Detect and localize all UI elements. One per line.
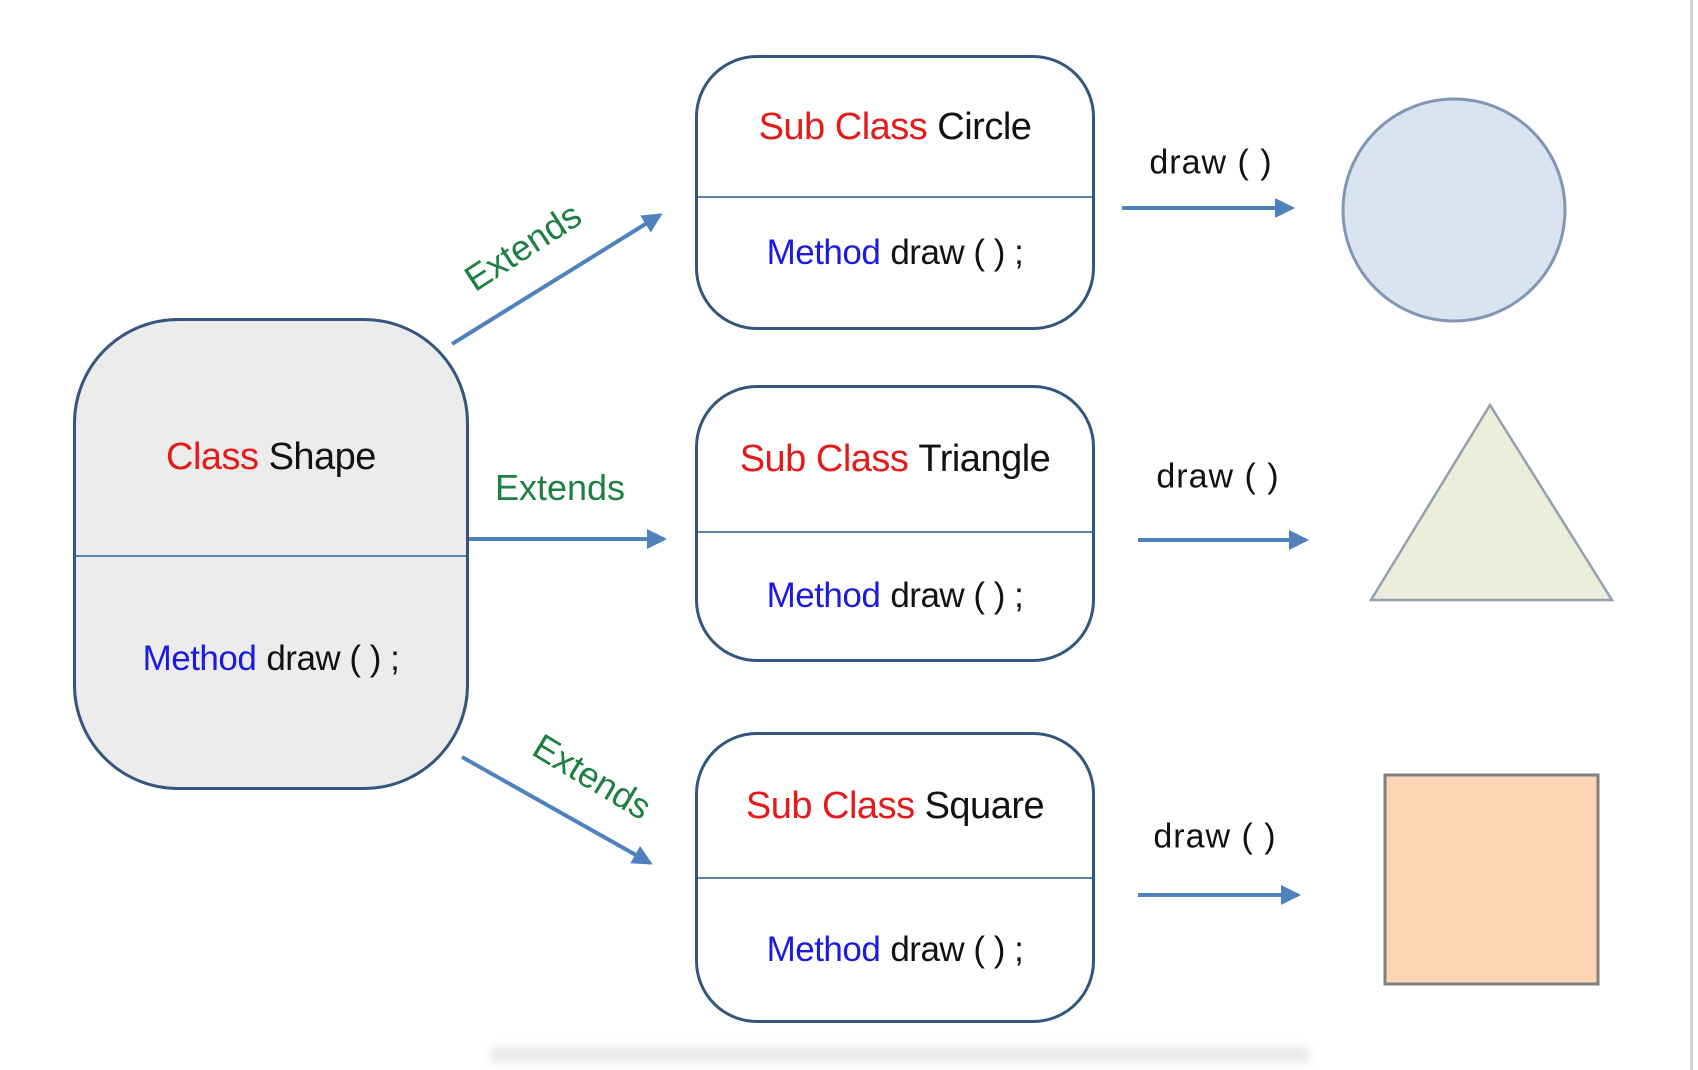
subclass-name: Circle bbox=[937, 105, 1032, 148]
subclass-name: Triangle bbox=[918, 438, 1051, 480]
subclass-keyword: Sub Class bbox=[758, 105, 928, 148]
draw-label-circle: draw ( ) bbox=[1149, 143, 1273, 182]
subclass-triangle-title: Sub Class Triangle bbox=[698, 388, 1092, 533]
method-signature: draw ( ) ; bbox=[266, 639, 400, 678]
method-keyword: Method bbox=[766, 576, 881, 615]
cropped-caption-artifact bbox=[490, 1048, 1310, 1062]
method-signature: draw ( ) ; bbox=[890, 929, 1024, 969]
triangle-shape bbox=[1368, 402, 1615, 602]
method-signature: draw ( ) ; bbox=[890, 576, 1024, 615]
class-shape-method: Method draw ( ) ; bbox=[76, 557, 466, 787]
method-keyword: Method bbox=[142, 639, 257, 678]
method-keyword: Method bbox=[766, 232, 881, 272]
extends-label-triangle: Extends bbox=[494, 467, 626, 508]
subclass-circle-title: Sub Class Circle bbox=[698, 58, 1092, 198]
subclass-circle-box: Sub Class Circle Method draw ( ) ; bbox=[695, 55, 1095, 330]
class-name: Shape bbox=[268, 435, 377, 478]
subclass-keyword: Sub Class bbox=[745, 784, 915, 827]
subclass-name: Square bbox=[924, 784, 1045, 827]
subclass-triangle-method: Method draw ( ) ; bbox=[698, 533, 1092, 659]
square-shape bbox=[1383, 773, 1600, 986]
subclass-keyword: Sub Class bbox=[739, 438, 909, 480]
method-keyword: Method bbox=[766, 929, 881, 969]
subclass-square-box: Sub Class Square Method draw ( ) ; bbox=[695, 732, 1095, 1023]
extends-arrow-square bbox=[461, 755, 653, 865]
circle-shape bbox=[1341, 97, 1567, 323]
draw-label-triangle: draw ( ) bbox=[1156, 457, 1280, 496]
class-keyword: Class bbox=[166, 435, 259, 478]
draw-label-square: draw ( ) bbox=[1153, 817, 1277, 856]
method-signature: draw ( ) ; bbox=[890, 232, 1024, 272]
page-right-border bbox=[1690, 0, 1693, 1070]
class-shape-box: Class Shape Method draw ( ) ; bbox=[73, 318, 469, 790]
extends-arrow-circle bbox=[450, 213, 663, 346]
subclass-square-method: Method draw ( ) ; bbox=[698, 879, 1092, 1020]
subclass-square-title: Sub Class Square bbox=[698, 735, 1092, 879]
subclass-triangle-box: Sub Class Triangle Method draw ( ) ; bbox=[695, 385, 1095, 662]
class-shape-title: Class Shape bbox=[76, 321, 466, 557]
subclass-circle-method: Method draw ( ) ; bbox=[698, 198, 1092, 327]
